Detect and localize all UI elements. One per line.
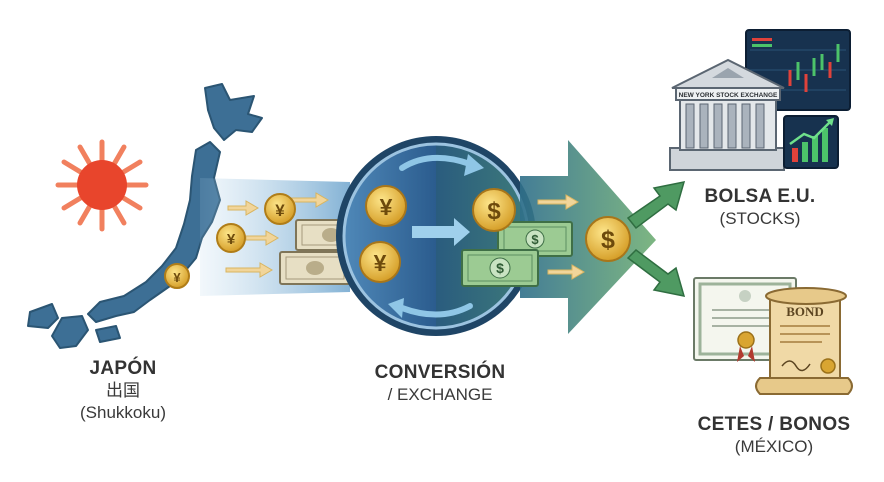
building-sign: NEW YORK STOCK EXCHANGE [679,92,778,99]
japan-title: JAPÓN [89,358,157,379]
yen-coin-icon: ¥ [164,263,190,289]
svg-text:$: $ [601,226,615,254]
dollar-banknote-icon: $ [461,249,539,287]
stocks-subtitle: (STOCKS) [719,209,801,228]
rising-sun-icon [55,139,149,232]
yen-coin-icon: ¥ [359,241,401,283]
dollar-coin-icon: $ [472,188,516,232]
conversion-subtitle: / EXCHANGE [387,385,493,404]
japan-romaji: (Shukkoku) [80,403,166,422]
stock-exchange-building-icon: NEW YORK STOCK EXCHANGE [669,58,785,171]
yen-coin-icon: ¥ [365,185,407,227]
svg-text:¥: ¥ [380,194,393,220]
split-arrows [626,181,686,297]
svg-text:$: $ [487,198,501,225]
flow-arrows [537,194,585,280]
stocks-label: BOLSA E.U. (STOCKS) [690,186,830,230]
conversion-label: CONVERSIÓN / EXCHANGE [360,362,520,406]
yen-banknote-icon [279,251,351,285]
japan-kanji: 出国 [106,381,140,400]
japan-label: JAPÓN 出国 (Shukkoku) [58,358,188,424]
growth-chart-icon [783,115,839,169]
svg-text:¥: ¥ [374,250,387,276]
exchange-cycle-arrows [399,154,473,318]
yen-coin-icon: ¥ [264,193,296,225]
svg-text:$: $ [531,232,539,247]
stocks-title: BOLSA E.U. [704,186,816,207]
bonds-title: CETES / BONOS [697,414,851,435]
conversion-title: CONVERSIÓN [374,362,506,383]
bond-label: BOND [786,304,824,319]
bond-scroll-icon: BOND [755,287,853,395]
svg-text:¥: ¥ [227,231,236,248]
arrow-head [464,154,484,176]
svg-text:¥: ¥ [275,201,285,220]
dollar-coin-icon: $ [585,216,631,262]
bonds-subtitle: (MÉXICO) [734,437,814,456]
arrow-head [388,298,404,318]
japan-map-icon [27,83,263,349]
svg-text:$: $ [496,260,504,276]
yen-coin-icon: ¥ [216,223,246,253]
flow-arrows [225,192,329,278]
conversion-arrow [412,218,470,246]
svg-text:¥: ¥ [173,270,181,285]
bonds-label: CETES / BONOS (MÉXICO) [684,414,864,458]
